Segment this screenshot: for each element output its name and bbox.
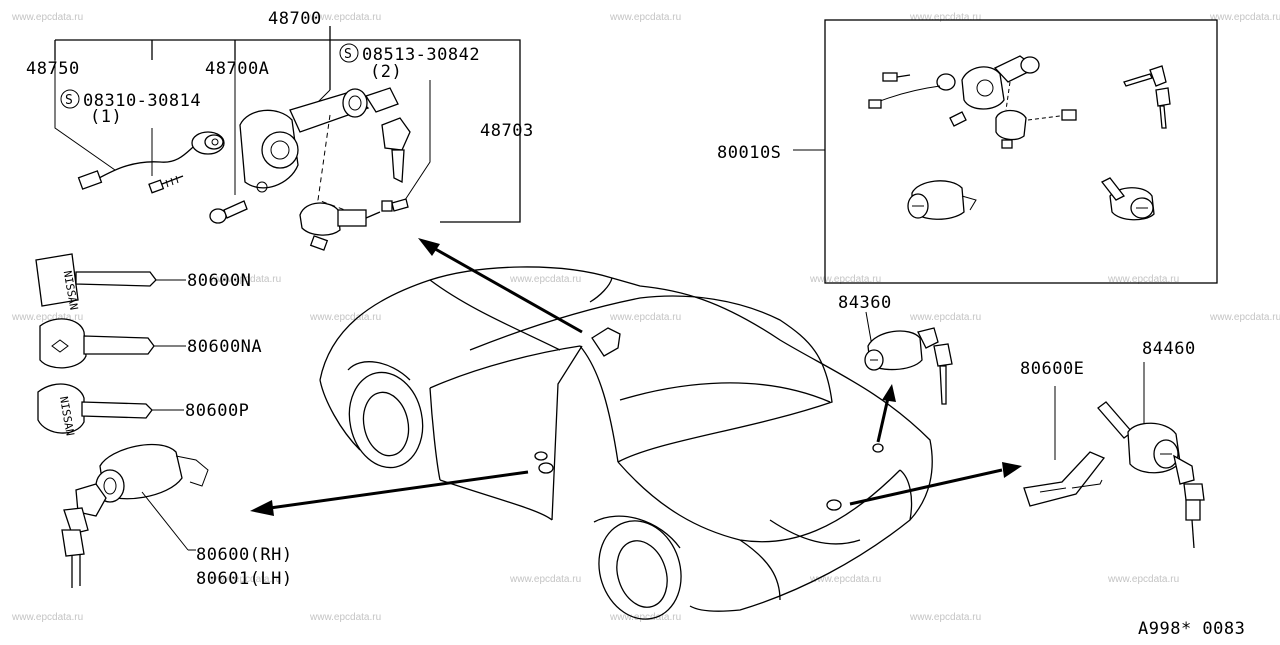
label-48703: 48703 xyxy=(480,121,534,141)
label-80600N: 80600N xyxy=(187,271,251,291)
column-lock-icon xyxy=(591,327,621,357)
label-80600E: 80600E xyxy=(1020,359,1084,379)
watermark: www.epcdata.ru xyxy=(909,612,981,623)
label-08513-30842: 08513-30842 xyxy=(362,45,480,65)
watermark: www.epcdata.ru xyxy=(309,12,381,23)
watermark: www.epcdata.ru xyxy=(809,274,881,285)
connector-plug-icon xyxy=(77,170,103,190)
kit-trunk-cylinder-icon xyxy=(1101,177,1155,221)
label-84360: 84360 xyxy=(838,293,892,313)
screw-symbol-text: S xyxy=(65,93,73,108)
watermark: www.epcdata.ru xyxy=(509,574,581,585)
trunk-cylinder-group: 80600E 84460 xyxy=(1020,339,1205,549)
key-80600N-icon: NISSAN xyxy=(35,253,157,311)
ignition-assembly-group: 48700 48750 48700A S 08513-30842 (2) S 0… xyxy=(26,9,534,251)
kit-door-cylinder-icon xyxy=(907,180,977,220)
bracket-48700 xyxy=(55,39,521,223)
watermark: www.epcdata.ru xyxy=(11,12,83,23)
car-body-illustration xyxy=(319,266,933,620)
label-08310-qty: (1) xyxy=(90,107,122,127)
ignition-key-icon xyxy=(381,117,411,184)
label-84460: 84460 xyxy=(1142,339,1196,359)
lock-rod-part-icon xyxy=(1023,451,1106,507)
screw-symbol-icon xyxy=(60,89,80,109)
watermark: www.epcdata.ru xyxy=(209,574,281,585)
key-80600NA-icon xyxy=(39,318,155,369)
bolt-part-icon xyxy=(209,200,248,224)
lock-kit-group: 80010S xyxy=(717,19,1218,284)
wire-harness xyxy=(89,142,199,184)
label-48700: 48700 xyxy=(268,9,322,29)
ignition-switch-part xyxy=(191,131,225,155)
kit-keys-icon xyxy=(1123,65,1171,129)
watermark: www.epcdata.ru xyxy=(609,612,681,623)
kit-box xyxy=(824,19,1218,284)
label-80600RH: 80600(RH) xyxy=(196,545,293,565)
label-80601LH: 80601(LH) xyxy=(196,569,293,589)
watermark: www.epcdata.ru xyxy=(1107,574,1179,585)
label-80600P: 80600P xyxy=(185,401,249,421)
screw-part-icon xyxy=(148,175,184,194)
watermark: www.epcdata.ru xyxy=(1209,312,1280,323)
watermark: www.epcdata.ru xyxy=(609,312,681,323)
kit-ignition-lock-icon xyxy=(868,55,1040,110)
watermark: www.epcdata.ru xyxy=(1107,274,1179,285)
watermark-layer: www.epcdata.ru www.epcdata.ru www.epcdat… xyxy=(11,12,1280,623)
watermark: www.epcdata.ru xyxy=(609,12,681,23)
label-08310-30814: 08310-30814 xyxy=(83,91,201,111)
watermark: www.epcdata.ru xyxy=(509,274,581,285)
watermark: www.epcdata.ru xyxy=(909,312,981,323)
key-warning-switch-part xyxy=(299,202,381,251)
door-handle-icon xyxy=(538,462,554,474)
trunk-lock-icon xyxy=(826,499,842,511)
diagram-footer-code: A998* 0083 xyxy=(1138,619,1245,639)
door-lock-cylinder-group: 80600(RH) 80601(LH) xyxy=(61,443,293,589)
screw-symbol-icon xyxy=(339,43,359,63)
label-48700A: 48700A xyxy=(205,59,269,79)
watermark: www.epcdata.ru xyxy=(309,612,381,623)
watermark: www.epcdata.ru xyxy=(809,574,881,585)
pointer-arrows xyxy=(250,238,1022,516)
watermark: www.epcdata.ru xyxy=(209,274,281,285)
watermark: www.epcdata.ru xyxy=(11,312,83,323)
watermark: www.epcdata.ru xyxy=(309,312,381,323)
keys-group: NISSAN 80600N 80600NA NISSAN 80600P xyxy=(35,253,262,437)
screw-symbol-text: S xyxy=(344,47,352,62)
trunk-cylinder-part-icon xyxy=(1097,401,1205,549)
watermark: www.epcdata.ru xyxy=(11,612,83,623)
label-80600NA: 80600NA xyxy=(187,337,262,357)
label-48750: 48750 xyxy=(26,59,80,79)
label-08513-qty: (2) xyxy=(370,62,402,82)
label-80010S: 80010S xyxy=(717,143,781,163)
watermark: www.epcdata.ru xyxy=(1209,12,1280,23)
screw-part-icon xyxy=(381,198,409,212)
watermark: www.epcdata.ru xyxy=(909,12,981,23)
steering-lock-body xyxy=(239,87,399,193)
key-80600P-icon: NISSAN xyxy=(37,383,153,437)
kit-switch-part-icon xyxy=(949,81,1077,149)
trunk-lock-group: 84360 xyxy=(838,293,953,405)
